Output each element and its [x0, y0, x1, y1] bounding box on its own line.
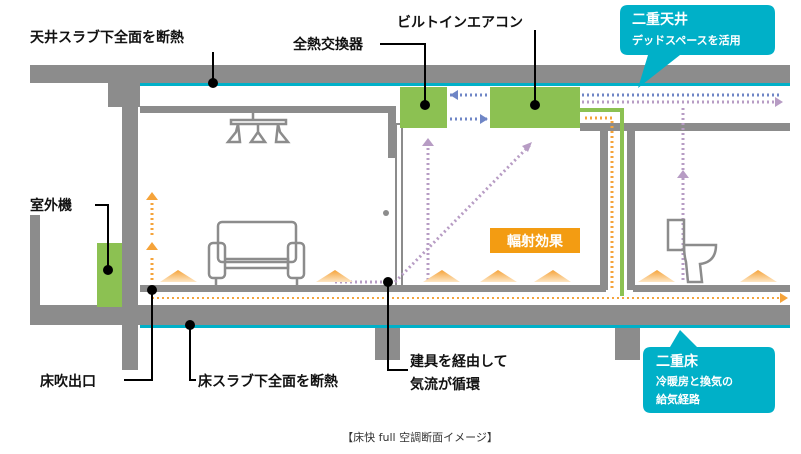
raised-floor [140, 285, 606, 292]
outdoor-unit [97, 243, 122, 307]
heat-mark [480, 270, 517, 282]
arrow-up-icon [422, 138, 434, 146]
balcony-wall [30, 215, 40, 305]
callout-title: 二重天井 [632, 11, 688, 28]
callout-text: デッドスペースを活用 [632, 33, 741, 47]
callout-title: 二重床 [656, 353, 699, 370]
arrow-left-icon [450, 90, 458, 100]
ceiling-slab [30, 65, 790, 83]
sofa-icon [207, 220, 306, 285]
label-outdoor-unit: 室外機 [30, 197, 72, 214]
leader-lines [95, 30, 536, 381]
label-airflow-line2: 気流が循環 [410, 376, 481, 393]
toilet-icon [666, 218, 718, 284]
arrow-up-icon [146, 242, 158, 250]
return-air-line [335, 143, 532, 284]
label-floor-insulation: 床スラブ下全面を断熱 [198, 373, 338, 390]
radiant-effect-badge [490, 228, 580, 253]
radiant-heat-marks [160, 270, 777, 282]
door-handle [383, 210, 389, 216]
arrow-right-icon [775, 97, 783, 107]
heat-mark [316, 270, 353, 282]
callout-double-ceiling: 二重天井 デッドスペースを活用 [620, 5, 775, 88]
callout-double-floor: 二重床 冷暖房と換気の 給気経路 [643, 330, 775, 413]
partition-wall-top [388, 106, 396, 158]
door [395, 123, 403, 291]
ceiling-insulation [140, 83, 790, 86]
supply-duct [580, 108, 624, 296]
ceiling-light-icon [225, 113, 291, 144]
label-floor-outlet: 床吹出口 [40, 373, 96, 390]
warm-air-line [585, 116, 614, 290]
column-base [615, 325, 640, 360]
arrow-right-icon [480, 114, 488, 124]
raised-floor-right [633, 285, 790, 292]
heat-mark [534, 270, 571, 282]
floor-slab [30, 305, 790, 325]
arrow-up-icon [146, 192, 158, 200]
arrow-up-icon [522, 142, 532, 152]
radiant-effect-label: 輻射効果 [507, 233, 564, 250]
heat-mark [160, 270, 197, 282]
arrow-up-icon [677, 170, 689, 178]
duct-wall-left [600, 123, 608, 290]
callout-text: 給気経路 [656, 392, 701, 406]
heat-mark [423, 270, 460, 282]
label-heat-exchanger: 全熱交換器 [292, 36, 364, 53]
ceiling-board [140, 106, 395, 113]
arrowheads [146, 90, 788, 303]
arrow-right-icon [780, 293, 788, 303]
leader-dots [103, 78, 540, 330]
airflow-lines [150, 93, 780, 299]
floor-insulation [140, 325, 790, 328]
heat-mark [638, 270, 675, 282]
label-ceiling-insulation: 天井スラブ下全面を断熱 [30, 29, 184, 46]
caption: 【床快 full 空調断面イメージ】 [342, 430, 498, 444]
ceiling-board-right [580, 123, 790, 131]
exterior-wall [122, 83, 138, 370]
label-airflow-line1: 建具を経由して [410, 353, 508, 370]
label-builtin-aircon: ビルトインエアコン [397, 15, 523, 31]
heat-mark [740, 270, 777, 282]
callout-text: 冷暖房と換気の [656, 374, 733, 388]
duct-wall-right [627, 123, 635, 290]
